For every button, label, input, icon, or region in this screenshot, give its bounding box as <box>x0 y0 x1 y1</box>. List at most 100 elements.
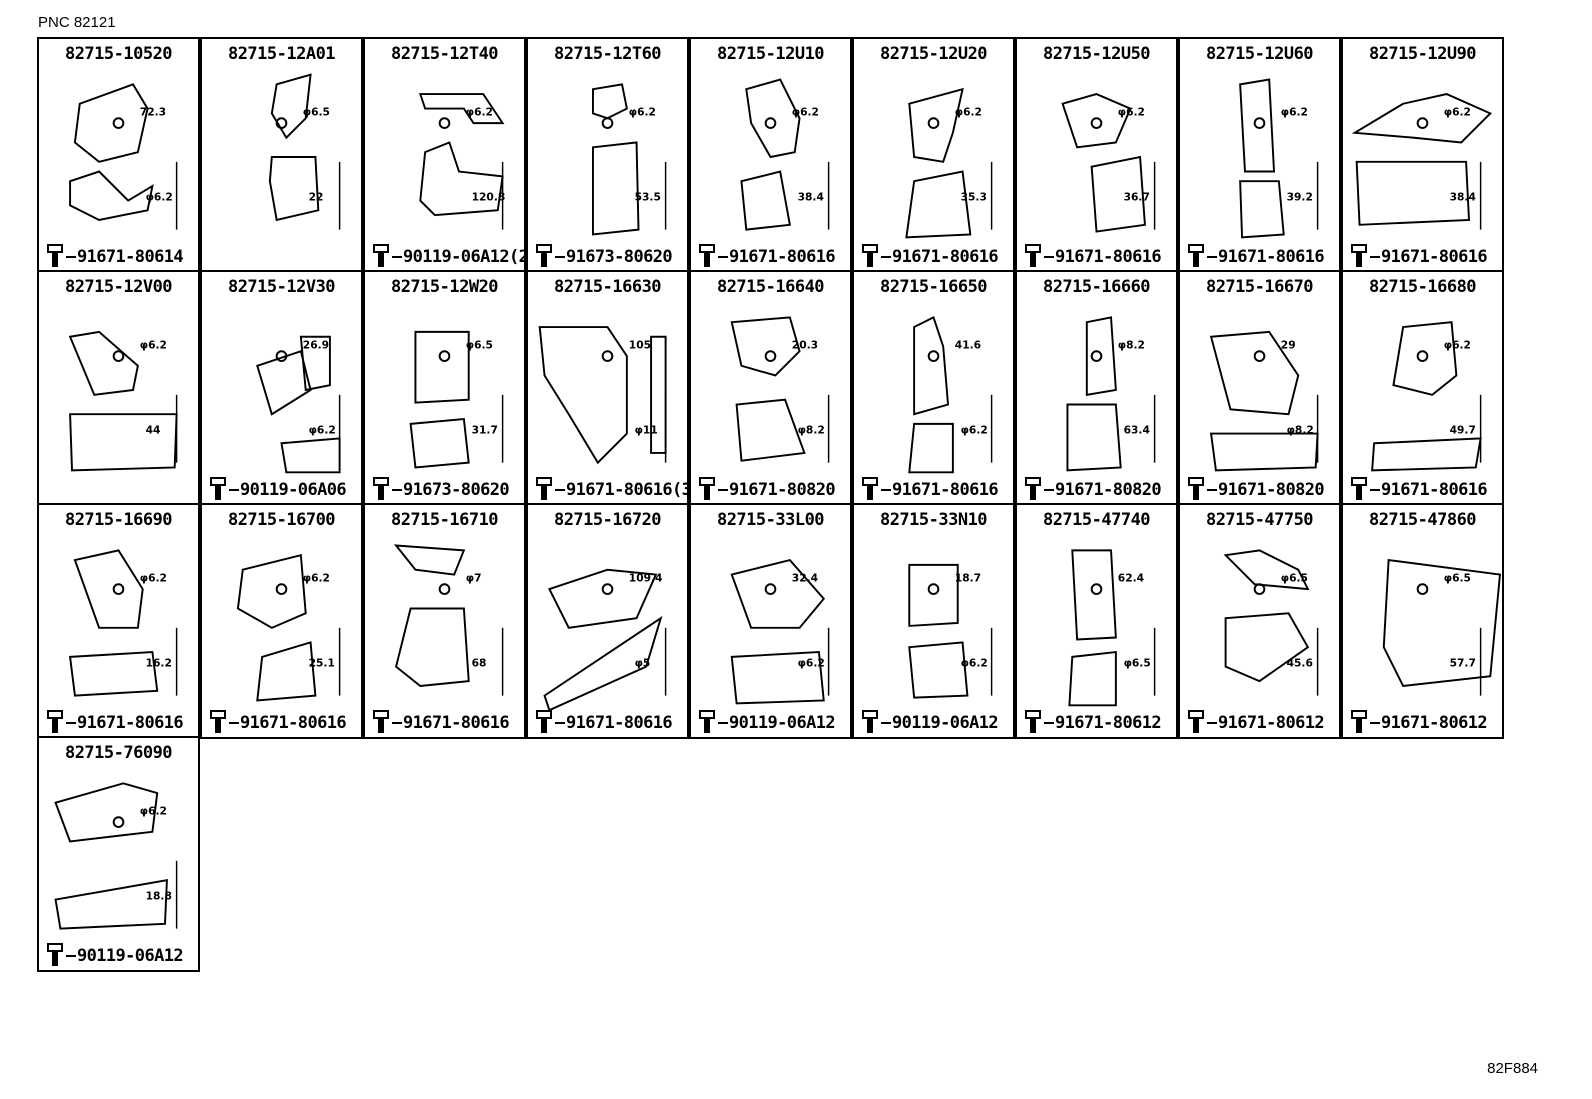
bolt-part-number: 91671-80616 <box>1370 247 1502 267</box>
bracket-outline <box>418 93 505 125</box>
bolt-part-number: 91671-80616 <box>1370 480 1502 500</box>
mounting-hole <box>1090 117 1103 129</box>
part-number: 82715-12V00 <box>64 277 173 297</box>
dimension-label: φ6.5 <box>303 105 330 118</box>
bracket-drawing: φ6.522 <box>268 73 341 230</box>
bracket-outline-secondary <box>256 641 317 702</box>
bolt-part-number: 91671-80616 <box>718 247 850 267</box>
bracket-outline <box>73 549 144 629</box>
bolt-icon <box>862 244 878 267</box>
dimension-label: φ6.2 <box>961 657 988 670</box>
dimension-label: 18.7 <box>955 571 981 584</box>
part-number: 82715-12U90 <box>1368 44 1477 64</box>
part-number: 82715-16640 <box>716 277 825 297</box>
bolt-icon <box>862 477 878 500</box>
bracket-drawing: φ8.263.4 <box>1066 316 1156 472</box>
bracket-outline <box>1382 558 1502 687</box>
bracket-outline <box>730 558 826 629</box>
bracket-outline <box>908 563 959 627</box>
bolt-part-number: 91671-80820 <box>718 480 850 500</box>
dimension-label: φ6.5 <box>466 338 493 351</box>
mounting-hole <box>112 117 125 129</box>
bolt-icon <box>1025 477 1041 500</box>
bracket-drawing: 109.4φ5 <box>543 568 667 712</box>
bracket-outline <box>745 78 801 159</box>
bracket-outline <box>1223 549 1310 591</box>
part-number: 82715-16680 <box>1368 277 1477 297</box>
dimension-label: 68 <box>472 657 487 670</box>
bolt-icon <box>373 244 389 267</box>
mounting-hole <box>1416 117 1429 129</box>
part-number: 82715-47750 <box>1205 510 1314 530</box>
dimension-label: 41.6 <box>955 338 981 351</box>
mounting-hole <box>1416 350 1429 362</box>
dimension-label: 20.3 <box>792 338 818 351</box>
dimension-label: 29 <box>1281 338 1296 351</box>
dimension-label: φ6.2 <box>303 571 330 584</box>
bracket-drawing: 72.3φ6.2 <box>69 83 178 230</box>
bracket-drawing: 26.9φ6.2 <box>256 335 341 474</box>
mounting-hole <box>764 583 777 595</box>
bracket-drawing: φ6.239.2 <box>1239 78 1319 239</box>
bracket-drawing: φ6.235.3 <box>905 87 993 239</box>
part-cell: 82715-16640 20.3 φ8.2 91671-80820 <box>689 270 852 506</box>
dimension-label: φ6.2 <box>792 105 819 118</box>
bracket-outline-secondary <box>419 141 504 217</box>
dimension-label: φ5 <box>635 657 651 670</box>
bolt-part-number: 90119-06A12(2) <box>392 247 524 267</box>
dimension-label: 35.3 <box>961 191 987 204</box>
bracket-outline <box>414 330 470 404</box>
mounting-hole <box>601 583 614 595</box>
bracket-outline <box>592 83 628 120</box>
bolt-icon <box>699 710 715 733</box>
bracket-outline-secondary <box>69 170 154 221</box>
bracket-outline-secondary <box>908 422 954 474</box>
bolt-icon <box>1351 710 1367 733</box>
dimension-label: φ6.2 <box>1444 105 1471 118</box>
mounting-hole <box>275 117 288 129</box>
bolt-part-number: 91671-80820 <box>1044 480 1176 500</box>
dimension-label: φ7 <box>466 571 482 584</box>
bracket-outline-secondary <box>1068 650 1117 707</box>
part-number: 82715-16720 <box>553 510 662 530</box>
bolt-icon <box>1351 477 1367 500</box>
bolt-part-number: 91671-80616 <box>392 713 524 733</box>
bracket-drawing: φ6.238.4 <box>1351 93 1492 230</box>
dimension-label: φ8.2 <box>798 424 825 437</box>
bolt-icon <box>47 710 63 733</box>
part-number: 82715-12A01 <box>227 44 336 64</box>
bolt-part-number: 91673-80620 <box>392 480 524 500</box>
bolt-icon <box>536 477 552 500</box>
mounting-hole <box>1090 350 1103 362</box>
bolt-icon <box>699 244 715 267</box>
bolt-part-number: 91673-80620 <box>555 247 687 267</box>
bracket-drawing: φ6.2 38.4 <box>740 78 830 231</box>
bracket-outline-secondary <box>543 615 663 712</box>
bracket-outline <box>913 316 950 416</box>
mounting-hole <box>764 117 777 129</box>
dimension-label: 120.8 <box>472 191 506 204</box>
bracket-outline-secondary <box>54 879 168 930</box>
bracket-outline-secondary <box>394 607 470 687</box>
bracket-outline <box>538 326 628 465</box>
part-number: 82715-16700 <box>227 510 336 530</box>
part-number: 82715-12U20 <box>879 44 988 64</box>
bracket-drawing: φ6.218.8 <box>54 782 178 930</box>
mounting-hole <box>438 117 451 129</box>
dimension-label: 38.4 <box>798 191 824 204</box>
bolt-part-number: 91671-80612 <box>1370 713 1502 733</box>
part-number: 82715-12U60 <box>1205 44 1314 64</box>
mounting-hole <box>275 350 288 362</box>
mounting-hole <box>1416 583 1429 595</box>
bolt-icon <box>699 477 715 500</box>
bolt-icon <box>47 244 63 267</box>
mounting-hole <box>1253 117 1266 129</box>
bolt-part-number: 90119-06A12 <box>66 946 198 966</box>
dimension-label: 72.3 <box>140 105 166 118</box>
